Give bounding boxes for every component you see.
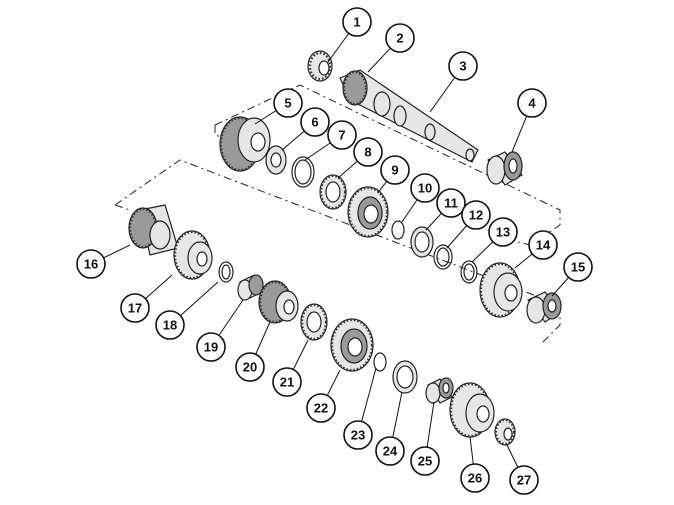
callout-circle-13 bbox=[488, 217, 518, 247]
part-ring-24 bbox=[392, 360, 418, 394]
callout-label-17: 17 bbox=[128, 301, 142, 316]
part-gear-5 bbox=[219, 116, 271, 172]
callout-layer: 1234567891011121314151617181920212223242… bbox=[76, 7, 593, 495]
callout-circle-17 bbox=[120, 293, 150, 323]
callout-circle-5 bbox=[273, 88, 303, 118]
part-hub-6 bbox=[265, 145, 287, 175]
callout-label-24: 24 bbox=[383, 444, 398, 459]
callout-circle-11 bbox=[436, 188, 466, 218]
callout-circle-8 bbox=[353, 137, 383, 167]
callout-circle-2 bbox=[385, 23, 415, 53]
part-ring-13 bbox=[460, 260, 478, 284]
part-gear-26 bbox=[449, 382, 495, 438]
callout-circle-1 bbox=[342, 7, 372, 37]
callout-label-11: 11 bbox=[444, 196, 458, 211]
part-snap-ring-18 bbox=[218, 261, 234, 283]
callout-label-7: 7 bbox=[338, 128, 345, 143]
callout-label-9: 9 bbox=[391, 163, 398, 178]
callout-label-15: 15 bbox=[571, 260, 585, 275]
callout-circle-4 bbox=[517, 88, 547, 118]
callout-circle-10 bbox=[410, 173, 440, 203]
callout-circle-15 bbox=[563, 252, 593, 282]
part-snap-ring-23 bbox=[373, 352, 387, 372]
part-gear-20 bbox=[258, 280, 299, 324]
callout-circle-14 bbox=[528, 230, 558, 260]
part-snap-ring-10 bbox=[391, 220, 405, 240]
part-sleeve-22 bbox=[330, 318, 374, 372]
lower-group-outline-left bbox=[114, 204, 131, 211]
callout-circle-9 bbox=[380, 155, 410, 185]
callout-label-26: 26 bbox=[468, 471, 482, 486]
callout-circle-25 bbox=[410, 446, 440, 476]
callout-label-25: 25 bbox=[418, 454, 432, 469]
callout-label-5: 5 bbox=[284, 96, 291, 111]
part-ring-12 bbox=[433, 244, 453, 270]
callout-circle-3 bbox=[448, 51, 478, 81]
callout-label-20: 20 bbox=[243, 360, 257, 375]
callout-circle-20 bbox=[235, 352, 265, 382]
callout-label-2: 2 bbox=[396, 31, 403, 46]
callout-label-3: 3 bbox=[459, 59, 466, 74]
callout-label-1: 1 bbox=[353, 15, 360, 30]
part-needle-bearing-4 bbox=[486, 151, 523, 186]
callout-label-6: 6 bbox=[311, 115, 318, 130]
callout-label-23: 23 bbox=[351, 428, 365, 443]
callout-label-27: 27 bbox=[517, 473, 531, 488]
part-gear-14 bbox=[479, 262, 523, 318]
callout-circle-21 bbox=[272, 367, 302, 397]
callout-label-12: 12 bbox=[469, 208, 483, 223]
part-ring-11 bbox=[410, 226, 434, 258]
callout-circle-6 bbox=[300, 107, 330, 137]
callout-label-4: 4 bbox=[528, 96, 536, 111]
part-gear-17 bbox=[173, 230, 213, 280]
callout-circle-24 bbox=[375, 436, 405, 466]
callout-circle-26 bbox=[460, 463, 490, 493]
callout-label-14: 14 bbox=[536, 238, 551, 253]
callout-circle-19 bbox=[196, 332, 226, 362]
callout-label-19: 19 bbox=[204, 340, 218, 355]
part-nut-27 bbox=[494, 418, 516, 446]
part-synchro-ring-8 bbox=[319, 174, 347, 210]
part-main-shaft bbox=[339, 69, 479, 163]
callout-circle-12 bbox=[461, 200, 491, 230]
callout-label-18: 18 bbox=[163, 318, 177, 333]
callout-label-13: 13 bbox=[496, 225, 510, 240]
part-synchro-ring-21 bbox=[300, 303, 328, 341]
callout-label-8: 8 bbox=[364, 145, 371, 160]
part-needle-bearing-15 bbox=[526, 291, 562, 324]
part-countershaft-16 bbox=[128, 204, 179, 256]
part-sleeve-9 bbox=[347, 186, 389, 238]
callout-circle-18 bbox=[155, 310, 185, 340]
part-ring-7 bbox=[291, 156, 315, 188]
part-bearing-1 bbox=[307, 50, 333, 82]
callout-circle-27 bbox=[509, 465, 539, 495]
callout-label-16: 16 bbox=[84, 257, 98, 272]
callout-circle-22 bbox=[306, 393, 336, 423]
callout-circle-23 bbox=[343, 420, 373, 450]
callout-circle-7 bbox=[327, 120, 357, 150]
callout-label-21: 21 bbox=[280, 375, 294, 390]
callout-circle-16 bbox=[76, 249, 106, 279]
part-needle-bearing-25 bbox=[425, 377, 454, 404]
callout-label-10: 10 bbox=[418, 181, 432, 196]
callout-label-22: 22 bbox=[314, 401, 328, 416]
